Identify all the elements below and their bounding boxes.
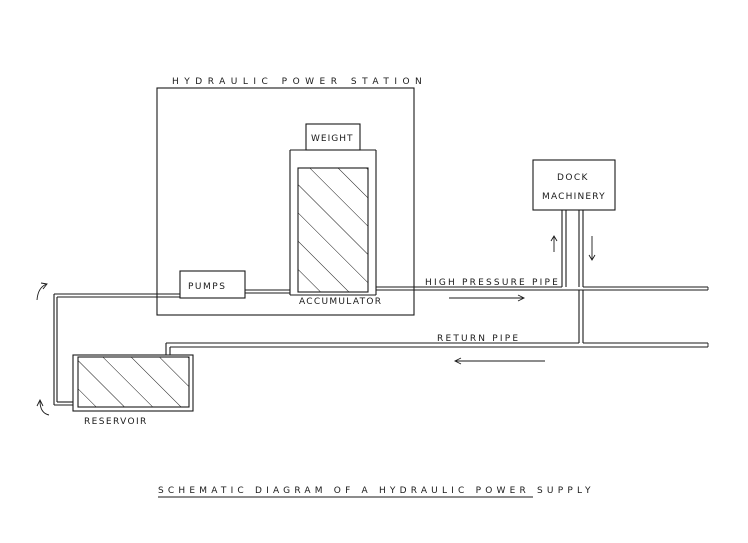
dock-machinery-box <box>532 159 616 211</box>
dock-label-line1: DOCK <box>557 173 589 183</box>
suction-flow-arrow-top <box>36 283 48 301</box>
pumps-label: PUMPS <box>188 282 226 292</box>
suction-arrowhead-bottom <box>36 398 44 407</box>
dock-return-arrowhead <box>588 254 596 261</box>
high-pressure-arrowhead <box>517 294 526 302</box>
return-pipe-label: RETURN PIPE <box>437 334 520 344</box>
accumulator-label: ACCUMULATOR <box>299 297 382 307</box>
suction-flow-arrow-bottom <box>39 400 50 416</box>
suction-arrowhead-top <box>40 282 48 290</box>
dock-supply-arrowhead <box>550 235 558 242</box>
reservoir-label: RESERVOIR <box>84 417 148 427</box>
high-pressure-label: HIGH PRESSURE PIPE <box>425 278 560 288</box>
diagram-caption: SCHEMATIC DIAGRAM OF A HYDRAULIC POWER S… <box>158 486 595 496</box>
pumps-box <box>179 270 246 299</box>
return-arrowhead <box>453 357 462 365</box>
reservoir-tank <box>72 354 194 412</box>
power-station-box <box>156 87 415 316</box>
weight-label: WEIGHT <box>311 134 353 144</box>
power-station-label: HYDRAULIC POWER STATION <box>172 77 427 87</box>
reservoir-contents <box>77 356 190 408</box>
dock-label-line2: MACHINERY <box>542 192 606 202</box>
accumulator-ram <box>297 167 369 293</box>
